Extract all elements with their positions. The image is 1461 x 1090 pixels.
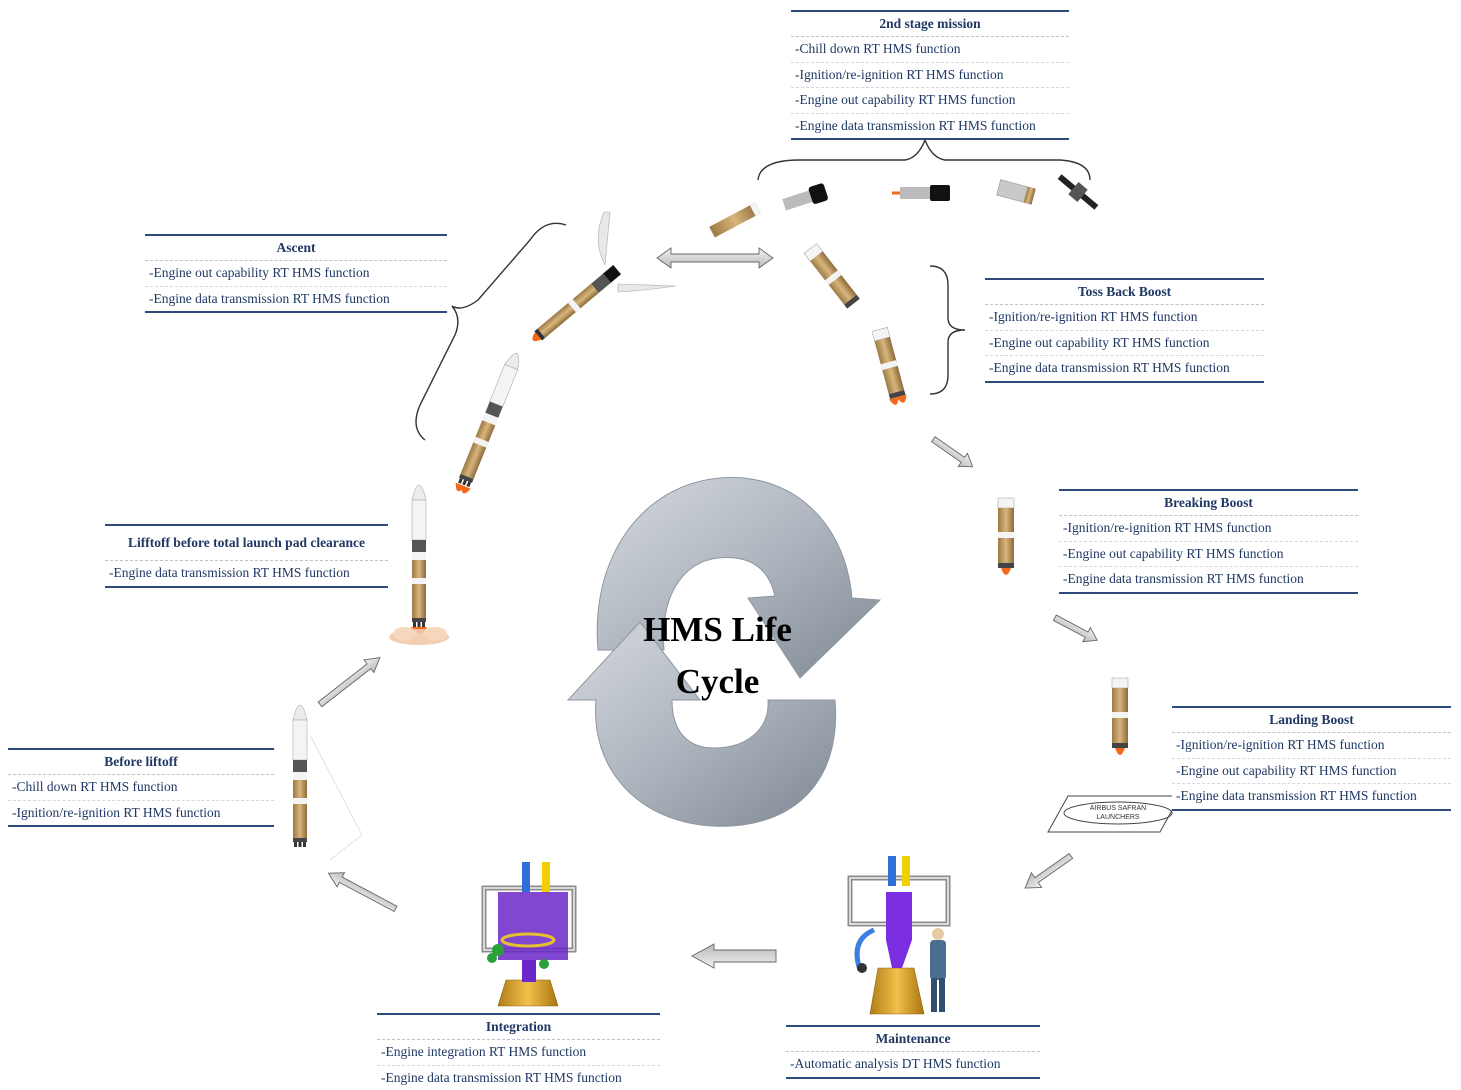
box-item: -Automatic analysis DT HMS function	[786, 1052, 1040, 1077]
box-item: -Engine data transmission RT HMS functio…	[1059, 567, 1358, 592]
box-item: -Chill down RT HMS function	[791, 37, 1069, 63]
box-item: -Ignition/re-ignition RT HMS function	[791, 63, 1069, 89]
box-item: -Engine out capability RT HMS function	[145, 261, 447, 287]
box-item: -Engine data transmission RT HMS functio…	[1172, 784, 1451, 809]
box-item: -Ignition/re-ignition RT HMS function	[1172, 733, 1451, 759]
before-liftoff-box: Before liftoff -Chill down RT HMS functi…	[8, 748, 274, 827]
toss-back-box: Toss Back Boost -Ignition/re-ignition RT…	[985, 278, 1264, 383]
landing-pad-icon: AIRBUS SAFRAN LAUNCHERS	[1048, 796, 1180, 832]
flow-arrow-icon	[692, 944, 776, 968]
ascent-box: Ascent -Engine out capability RT HMS fun…	[145, 234, 447, 313]
center-title-line: Cycle	[610, 656, 825, 708]
second-stage-box: 2nd stage mission -Chill down RT HMS fun…	[791, 10, 1069, 140]
landing-pad-label: AIRBUS SAFRAN	[1090, 805, 1146, 812]
box-item: -Engine out capability RT HMS function	[1172, 759, 1451, 785]
ascent-rocket-icon	[453, 350, 524, 495]
pad-rocket-icon	[293, 705, 362, 860]
box-item: -Ignition/re-ignition RT HMS function	[1059, 516, 1358, 542]
center-title-line: HMS Life	[610, 604, 825, 656]
center-title: HMS Life Cycle	[610, 604, 825, 708]
landing-booster-icon	[1112, 678, 1128, 755]
box-item: -Engine data transmission RT HMS functio…	[377, 1066, 660, 1090]
box-item: -Engine out capability RT HMS function	[1059, 542, 1358, 568]
box-title: Toss Back Boost	[985, 280, 1264, 305]
box-item: -Engine data transmission RT HMS functio…	[105, 561, 388, 586]
flow-arrow-icon	[1051, 611, 1101, 648]
fairing-separation	[529, 212, 676, 345]
box-item: -Engine out capability RT HMS function	[791, 88, 1069, 114]
upper-stage-sequence	[709, 170, 1101, 237]
flow-arrow-icon	[929, 433, 977, 474]
flow-arrow-icon	[1020, 849, 1076, 896]
flow-arrow-icon	[325, 866, 400, 916]
landing-box: Landing Boost -Ignition/re-ignition RT H…	[1172, 706, 1451, 811]
box-item: -Chill down RT HMS function	[8, 775, 274, 801]
breaking-booster-icon	[998, 498, 1014, 575]
box-title: 2nd stage mission	[791, 12, 1069, 37]
box-item: -Engine integration RT HMS function	[377, 1040, 660, 1066]
integration-box: Integration -Engine integration RT HMS f…	[377, 1013, 660, 1090]
box-title: Landing Boost	[1172, 708, 1451, 733]
box-title: Lifftoff before total launch pad clearan…	[105, 526, 388, 561]
box-item: -Engine data transmission RT HMS functio…	[985, 356, 1264, 381]
landing-pad-label: LAUNCHERS	[1096, 814, 1140, 821]
box-item: -Ignition/re-ignition RT HMS function	[985, 305, 1264, 331]
integration-engine-icon	[484, 862, 574, 1006]
liftoff-box: Lifftoff before total launch pad clearan…	[105, 524, 388, 588]
box-title: Before liftoff	[8, 750, 274, 775]
toss-back-booster-icon	[804, 244, 860, 309]
flow-arrow-icon	[657, 248, 773, 268]
box-title: Maintenance	[786, 1027, 1040, 1052]
box-item: -Engine out capability RT HMS function	[985, 331, 1264, 357]
box-title: Breaking Boost	[1059, 491, 1358, 516]
box-title: Ascent	[145, 236, 447, 261]
box-title: Integration	[377, 1015, 660, 1040]
maintenance-engine-icon	[850, 856, 948, 1014]
flow-arrow-icon	[315, 651, 385, 710]
liftoff-rocket-icon	[389, 485, 449, 645]
box-item: -Engine data transmission RT HMS functio…	[145, 287, 447, 312]
toss-back-booster-icon	[871, 327, 908, 406]
maintenance-box: Maintenance -Automatic analysis DT HMS f…	[786, 1025, 1040, 1079]
breaking-box: Breaking Boost -Ignition/re-ignition RT …	[1059, 489, 1358, 594]
box-item: -Engine data transmission RT HMS functio…	[791, 114, 1069, 139]
box-item: -Ignition/re-ignition RT HMS function	[8, 801, 274, 826]
